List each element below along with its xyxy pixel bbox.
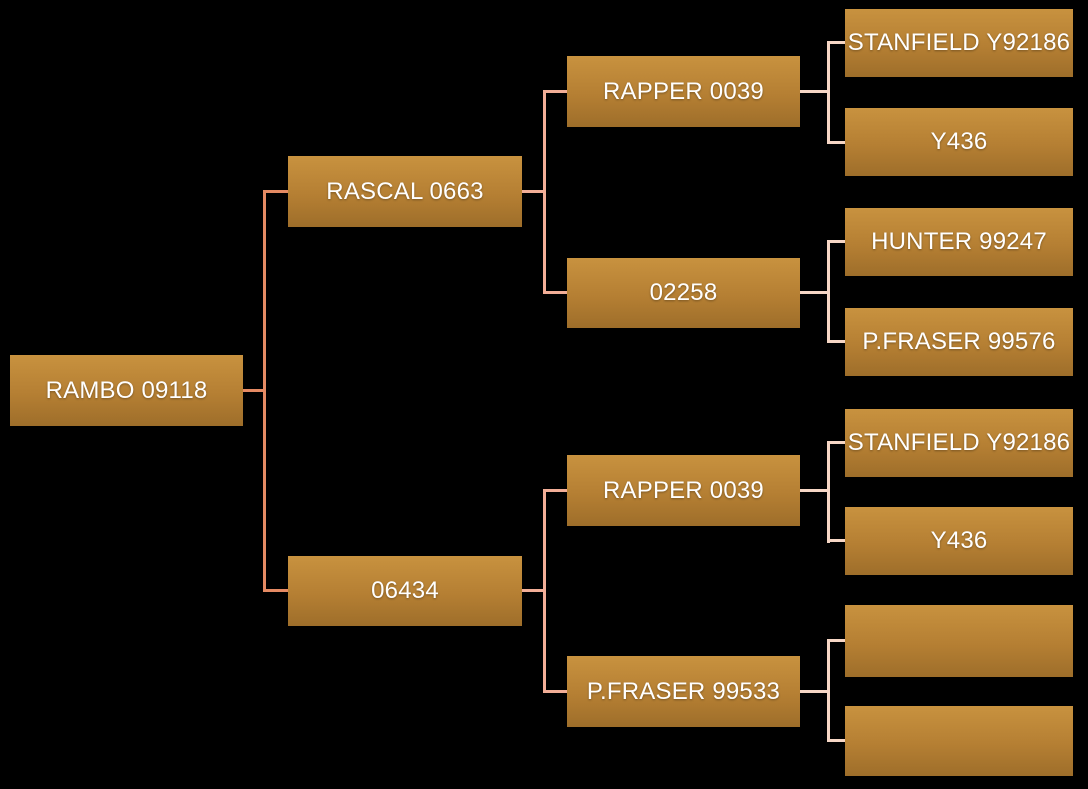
connector-sire-dam-vertical: [827, 240, 830, 343]
connector-dam-out-stub: [522, 589, 546, 592]
connector-subject-stub: [243, 389, 265, 392]
connector-sire-out-stub: [522, 190, 546, 193]
connector-dam-vertical: [543, 489, 546, 693]
connector-sire-sire-sire-stub: [827, 41, 845, 44]
connector-dam-dam-sire-stub: [827, 639, 845, 642]
node-sire-sire: RAPPER 0039: [567, 56, 800, 127]
connector-dam-dam-out-stub: [800, 690, 830, 693]
node-dam-sire-sire: STANFIELD Y92186: [845, 409, 1073, 477]
node-sire-dam-dam: P.FRASER 99576: [845, 308, 1073, 376]
connector-sire-dam-dam-stub: [827, 340, 845, 343]
connector-sire-sire-stub: [543, 90, 567, 93]
connector-sire-vertical: [543, 90, 546, 294]
connector-sire-dam-stub: [543, 291, 567, 294]
connector-dam-sire-sire-stub: [827, 441, 845, 444]
connector-subject-vertical: [263, 190, 266, 592]
node-dam-dam: P.FRASER 99533: [567, 656, 800, 727]
connector-dam-dam-stub: [543, 690, 567, 693]
node-sire-sire-dam: Y436: [845, 108, 1073, 176]
connector-dam-dam-vertical: [827, 639, 830, 742]
connector-sire-sire-vertical: [827, 41, 830, 144]
connector-sire-stub: [263, 190, 288, 193]
node-sire: RASCAL 0663: [288, 156, 522, 227]
node-dam-dam-sire: [845, 605, 1073, 677]
node-sire-dam: 02258: [567, 258, 800, 328]
connector-dam-sire-stub: [543, 489, 567, 492]
connector-sire-sire-dam-stub: [827, 141, 845, 144]
node-dam-dam-dam: [845, 706, 1073, 776]
node-dam-sire-dam: Y436: [845, 507, 1073, 575]
node-sire-dam-sire: HUNTER 99247: [845, 208, 1073, 276]
connector-sire-sire-out-stub: [800, 90, 830, 93]
connector-dam-sire-vertical: [827, 441, 830, 543]
node-dam-sire: RAPPER 0039: [567, 455, 800, 526]
connector-dam-sire-dam-stub: [827, 539, 845, 542]
connector-sire-dam-sire-stub: [827, 240, 845, 243]
connector-dam-dam-dam-stub: [827, 739, 845, 742]
node-sire-sire-sire: STANFIELD Y92186: [845, 9, 1073, 77]
connector-sire-dam-out-stub: [800, 291, 830, 294]
node-dam: 06434: [288, 556, 522, 626]
connector-dam-stub: [263, 589, 288, 592]
node-subject: RAMBO 09118: [10, 355, 243, 426]
connector-dam-sire-out-stub: [800, 489, 830, 492]
